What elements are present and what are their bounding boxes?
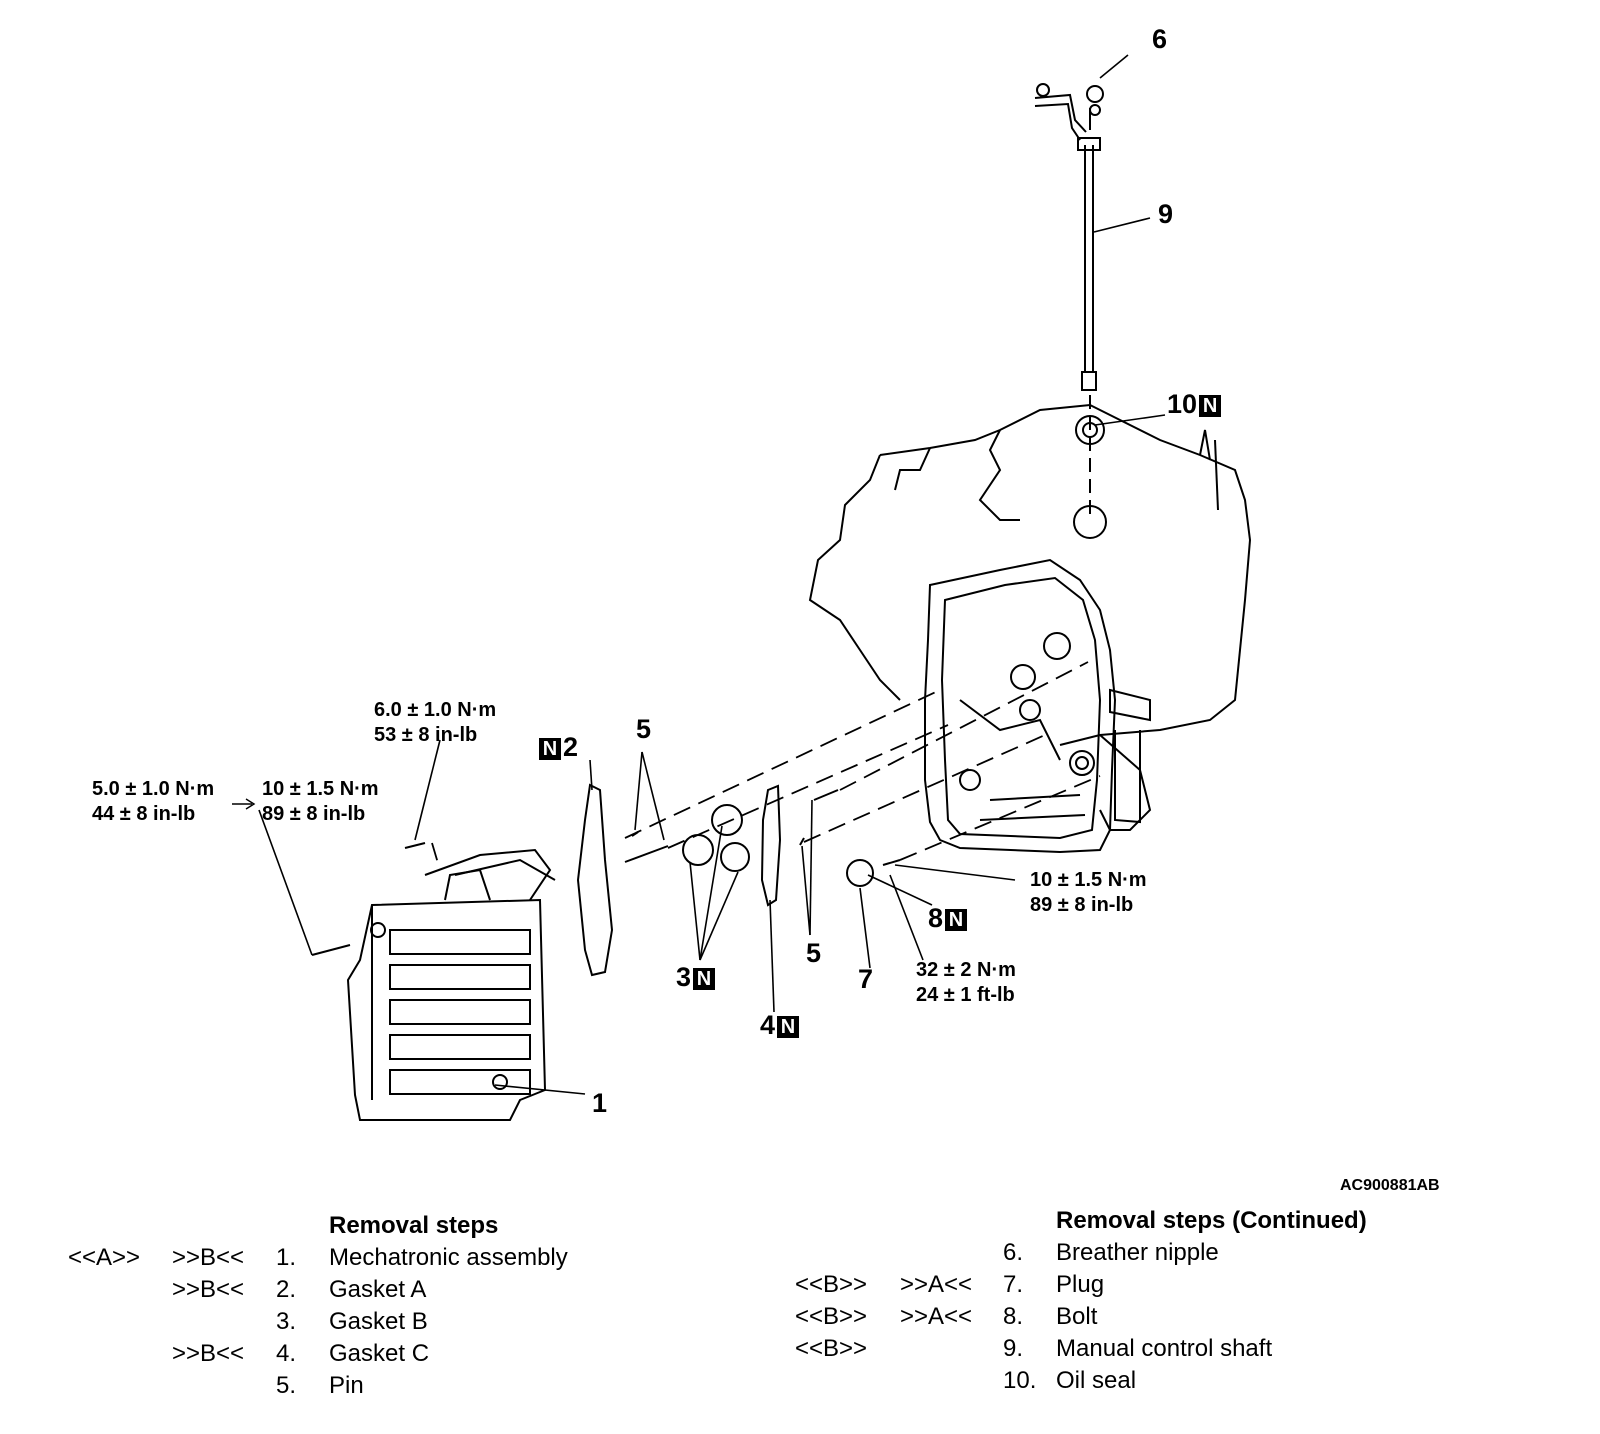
callout-5-upper: 5 (636, 714, 652, 744)
new-part-badge: N (777, 1015, 800, 1038)
gasket-a (576, 783, 614, 977)
callout-9: 9 (1158, 199, 1174, 229)
gasket-c (760, 784, 782, 907)
new-part-badge: N (1199, 394, 1222, 417)
callout-1: 1 (592, 1088, 608, 1118)
callout-7: 7 (858, 964, 874, 994)
mechatronic-bolt-a (311, 944, 351, 956)
torque-spec-left-1: 5.0 ± 1.0 N·m 44 ± 8 in-lb (92, 778, 215, 825)
callout-6: 6 (1152, 24, 1168, 54)
new-part-badge: N (945, 908, 968, 931)
breather-nipple (1086, 85, 1104, 103)
bolt (882, 859, 901, 866)
removal-steps-continued-heading: Removal steps (Continued) (1056, 1207, 1367, 1234)
manual-control-shaft (1034, 83, 1104, 391)
torque-spec-plug: 32 ± 2 N·m 24 ± 1 ft-lb (916, 959, 1016, 1006)
transmission-case (808, 403, 1252, 854)
reference-code: AC900881AB (1340, 1177, 1440, 1194)
torque-spec-left-2: 10 ± 1.5 N·m 89 ± 8 in-lb (262, 778, 379, 825)
new-part-badge: N (539, 737, 561, 760)
callout-5-lower: 5 (806, 938, 822, 968)
plug (846, 859, 874, 887)
torque-spec-top: 6.0 ± 1.0 N·m 53 ± 8 in-lb (374, 699, 497, 746)
mechatronic-assembly (346, 848, 556, 1121)
alignment-lines (431, 661, 1101, 871)
pins (624, 789, 839, 863)
torque-spec-bolt: 10 ± 1.5 N·m 89 ± 8 in-lb (1030, 869, 1147, 916)
leader-lines (258, 54, 1166, 1095)
mechatronic-bolt-b (404, 842, 426, 849)
exploded-view-diagram (232, 54, 1252, 1121)
new-part-badge: N (693, 967, 716, 990)
removal-steps-heading: Removal steps (329, 1212, 499, 1239)
